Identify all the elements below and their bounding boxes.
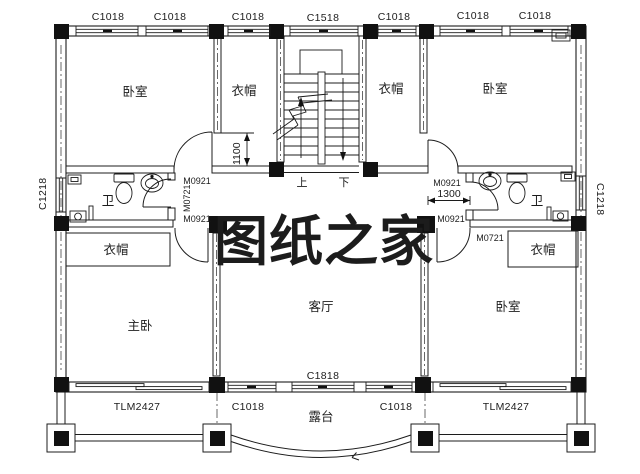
vent-window-icon [560,171,576,182]
washer-icon [546,206,569,222]
door-label: M0921 [433,178,461,188]
window-label: C1018 [380,401,412,413]
window-label: C1018 [232,401,264,413]
window-label: C1818 [307,370,339,382]
dimension-text-1300: 1300 [437,188,461,200]
staircase [272,49,359,165]
exterior-walls [55,25,587,393]
dimension-lines [221,132,471,205]
structural-columns [54,24,586,393]
room-label-bedroom-bottom-right: 卧室 [495,299,520,314]
top-windows [75,26,569,36]
sink-icon [478,171,502,191]
room-label-closet-top-left: 衣帽 [231,83,256,98]
side-windows [56,175,586,213]
door-swings [142,131,499,263]
wardrobes [65,230,579,268]
window-label: C1018 [92,11,124,23]
watermark-text: 图纸之家 [214,212,434,272]
stairs-up-label: 上 [297,176,308,189]
door-label: M0921 [437,214,465,224]
room-label-bath-left: 卫 [102,194,115,208]
window-label: C1018 [154,11,186,23]
room-label-wardrobe-right: 衣帽 [530,242,555,257]
terrace [46,392,596,461]
toilet-icon [506,173,528,204]
room-label-bedroom-top-left: 卧室 [122,84,147,99]
window-label: C1018 [519,10,551,22]
bottom-openings [68,382,572,392]
room-label-bath-right: 卫 [531,194,544,208]
sink-icon [140,173,164,193]
washer-icon [69,205,94,223]
door-label: M0921 [183,214,211,224]
room-label-closet-top-right: 衣帽 [378,81,403,96]
door-label: M0721 [182,184,192,212]
room-label-living-room: 客厅 [308,299,333,314]
window-label-left: C1218 [37,178,49,210]
room-label-master-bedroom: 主卧 [127,319,152,333]
window-label: C1018 [232,11,264,23]
door-window-label: TLM2427 [483,401,529,413]
stairwell-bottom-edge [284,165,359,173]
window-label: C1018 [457,10,489,22]
door-label: M0921 [183,176,211,186]
flue-box-icon [551,29,571,42]
left-bathroom-fixtures [67,173,164,223]
toilet-icon [113,173,135,204]
dimension-text-1100: 1100 [231,142,243,165]
wall-centerlines [60,36,582,424]
window-label: C1518 [307,12,339,24]
room-label-terrace: 露台 [308,409,333,424]
right-bathroom-fixtures [478,171,576,222]
vent-window-icon [67,174,82,185]
stairs-down-label: 下 [339,177,350,189]
door-label: M0721 [476,233,504,243]
room-label-wardrobe-left: 衣帽 [103,242,128,257]
window-label-right: C1218 [594,183,606,215]
room-label-bedroom-top-right: 卧室 [482,81,507,96]
window-label: C1018 [378,11,410,23]
door-window-label: TLM2427 [114,401,160,413]
